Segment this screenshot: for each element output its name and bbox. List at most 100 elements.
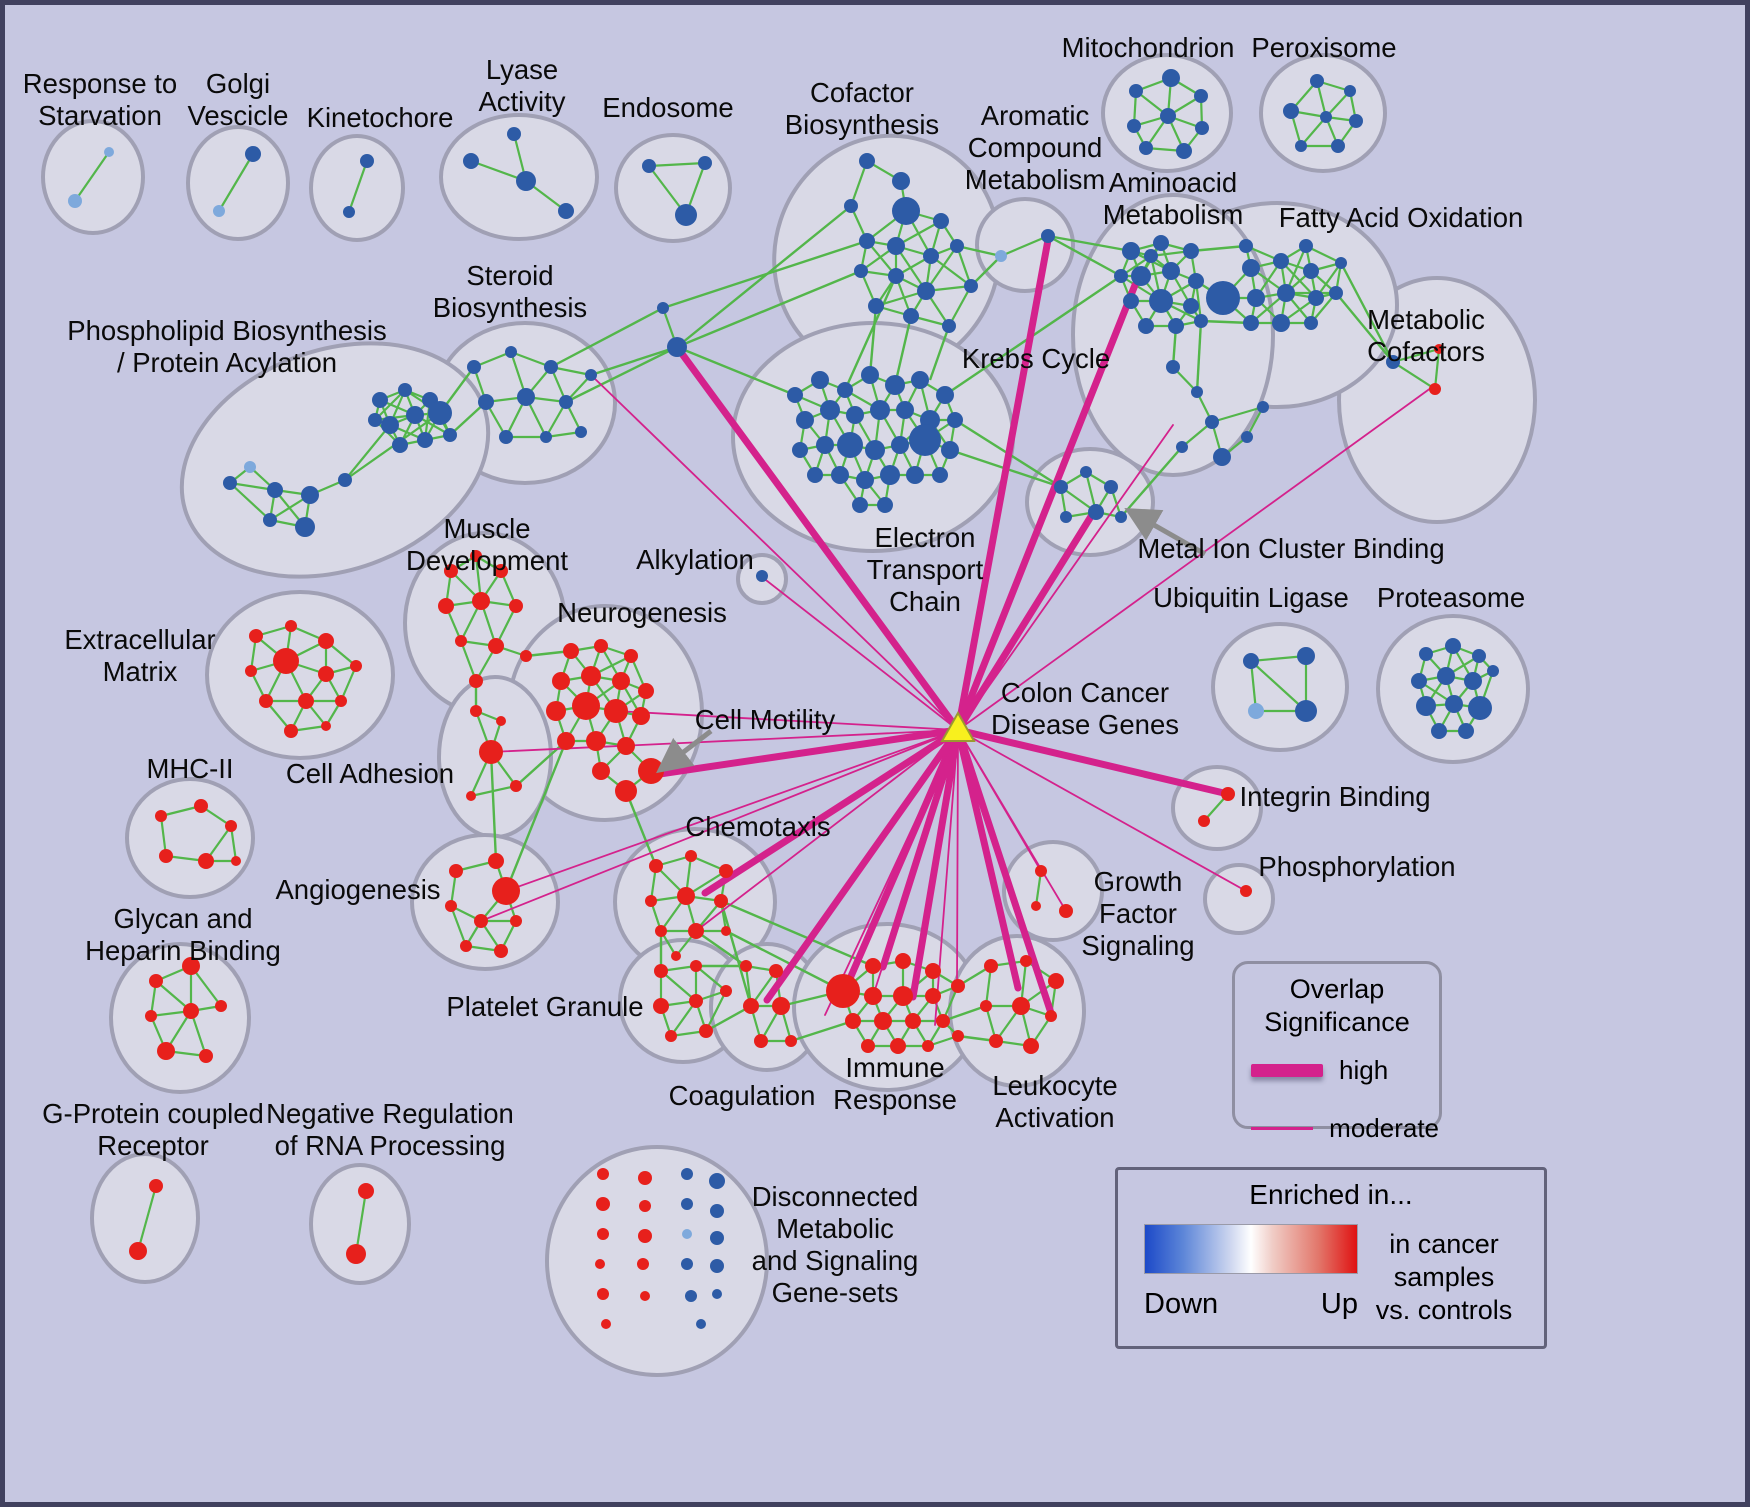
green-edge <box>229 482 271 521</box>
green-edge <box>705 1004 752 1033</box>
gene-set-node-neurogenesis <box>615 780 637 802</box>
green-edge <box>1195 320 1203 393</box>
gene-set-node-mhc-ii <box>198 853 214 869</box>
gene-set-node-aminoacid-metabolism <box>1183 298 1199 314</box>
significance-edge-moderate <box>480 729 959 922</box>
gene-set-node-immune-response <box>893 986 913 1006</box>
enrichment-legend-title: Enriched in... <box>1249 1179 1413 1210</box>
green-edge <box>459 640 478 682</box>
gene-set-node-mitochondrion <box>1139 141 1153 155</box>
gene-set-node-extracellular-matrix <box>318 633 334 649</box>
gene-set-node-disconnected-gene-sets <box>601 1319 611 1329</box>
moderate-significance-swatch <box>1251 1127 1314 1130</box>
gene-set-node-platelet-granule <box>720 985 732 997</box>
label-phosphorylation: Phosphorylation <box>1258 851 1455 882</box>
green-edge <box>1190 244 1247 253</box>
gene-set-node-metabolic-cofactors <box>1434 344 1444 354</box>
green-edge <box>955 245 973 287</box>
gene-set-node-chemotaxis <box>645 895 657 907</box>
gene-set-node-disconnected-gene-sets <box>597 1168 609 1180</box>
gene-set-node-peroxisome <box>1295 140 1307 152</box>
gene-set-node-fatty-acid-oxidation <box>1299 239 1313 253</box>
significance-edge-moderate <box>590 374 959 731</box>
green-edge <box>590 345 678 377</box>
annotation-arrow-1 <box>656 729 713 774</box>
gene-set-node-disconnected-gene-sets <box>712 1289 722 1299</box>
gene-set-node-phosphorylation <box>1240 885 1252 897</box>
annotation-arrow-0 <box>1124 508 1207 557</box>
gene-set-node-fatty-acid-oxidation <box>1242 259 1260 277</box>
gene-set-node-steroid-biosynthesis <box>467 360 481 374</box>
gene-set-node-krebs-electron-transport <box>820 400 840 420</box>
cluster-ellipse-endosome <box>614 133 732 243</box>
gene-set-node-krebs-electron-transport <box>807 467 823 483</box>
gene-set-node-proteasome <box>1411 673 1427 689</box>
cluster-ellipse-mhc-ii <box>125 777 255 899</box>
gene-set-node-cofactor-biosynthesis <box>859 233 875 249</box>
gene-set-node-aminoacid-metabolism <box>1138 318 1154 334</box>
green-edge <box>1392 347 1440 364</box>
green-edge <box>347 160 369 213</box>
significance-edge-moderate <box>957 729 1067 912</box>
green-edge <box>344 424 391 481</box>
gene-set-node-muscle-development <box>509 599 523 613</box>
label-proteasome: Proteasome <box>1377 582 1525 613</box>
gene-set-node-disconnected-gene-sets <box>685 1290 697 1302</box>
significance-edge-high <box>701 726 962 897</box>
gene-set-node-fatty-acid-oxidation <box>1239 239 1253 253</box>
gene-set-node-metal-ion-cluster-binding <box>1080 466 1092 478</box>
label-endosome: Endosome <box>602 92 733 123</box>
gene-set-node-metabolic-cofactors <box>1429 383 1441 395</box>
gene-set-node-muscle-development <box>444 564 458 578</box>
gene-set-node-disconnected-gene-sets <box>682 1229 692 1239</box>
gene-set-node-krebs-electron-transport <box>877 497 893 513</box>
gene-set-node-phospholipid-protein-acylation <box>338 473 352 487</box>
gene-set-node-krebs-electron-transport <box>792 442 808 458</box>
gene-set-node-cell-adhesion <box>479 740 503 764</box>
gene-set-node-neurogenesis <box>638 758 664 784</box>
gene-set-node-ubiquitin-ligase <box>1248 703 1264 719</box>
gene-set-node-lyase-activity <box>558 203 574 219</box>
gene-set-node-metal-ion-cluster-binding <box>1060 511 1072 523</box>
gene-set-node-glycan-heparin-binding <box>149 974 163 988</box>
gene-set-node-neurogenesis <box>572 692 600 720</box>
gene-set-node-metabolic-bridge-nodes <box>1241 431 1253 443</box>
gene-set-node-leukocyte-activation <box>984 959 998 973</box>
green-edge <box>843 275 898 391</box>
significance-edge-high <box>954 506 1099 734</box>
gene-set-node-bridge-hub <box>667 337 687 357</box>
green-edge <box>136 1185 158 1252</box>
gene-set-node-ubiquitin-ligase <box>1243 653 1259 669</box>
gene-set-node-leukocyte-activation <box>980 1000 992 1012</box>
green-edge <box>1120 446 1183 518</box>
gene-set-node-disconnected-gene-sets <box>638 1171 652 1185</box>
gene-set-node-krebs-electron-transport <box>911 371 929 389</box>
overlap-legend-title-line2: Significance <box>1264 1007 1410 1037</box>
green-edge <box>956 244 1002 258</box>
gene-set-node-cofactor-biosynthesis <box>844 199 858 213</box>
disease-genes-triangle <box>940 710 976 742</box>
gene-set-node-krebs-electron-transport <box>865 440 885 460</box>
gene-set-node-leukocyte-activation <box>1012 997 1030 1015</box>
gene-set-node-leukocyte-activation <box>1048 973 1064 989</box>
cluster-ellipse-extracellular-matrix <box>205 590 395 760</box>
green-edge <box>1280 260 1317 299</box>
gene-set-node-chemotaxis <box>685 850 697 862</box>
gene-set-node-metabolic-bridge-nodes <box>1205 415 1219 429</box>
significance-edge-high <box>763 726 962 1004</box>
gene-set-node-immune-response <box>845 1013 861 1029</box>
gene-set-node-leukocyte-activation <box>1020 955 1032 967</box>
gene-set-node-cofactor-biosynthesis <box>950 239 964 253</box>
gene-set-node-coagulation <box>740 960 752 972</box>
gene-set-node-glycan-heparin-binding <box>199 1049 213 1063</box>
green-edge <box>74 151 110 202</box>
green-edge <box>925 245 958 292</box>
